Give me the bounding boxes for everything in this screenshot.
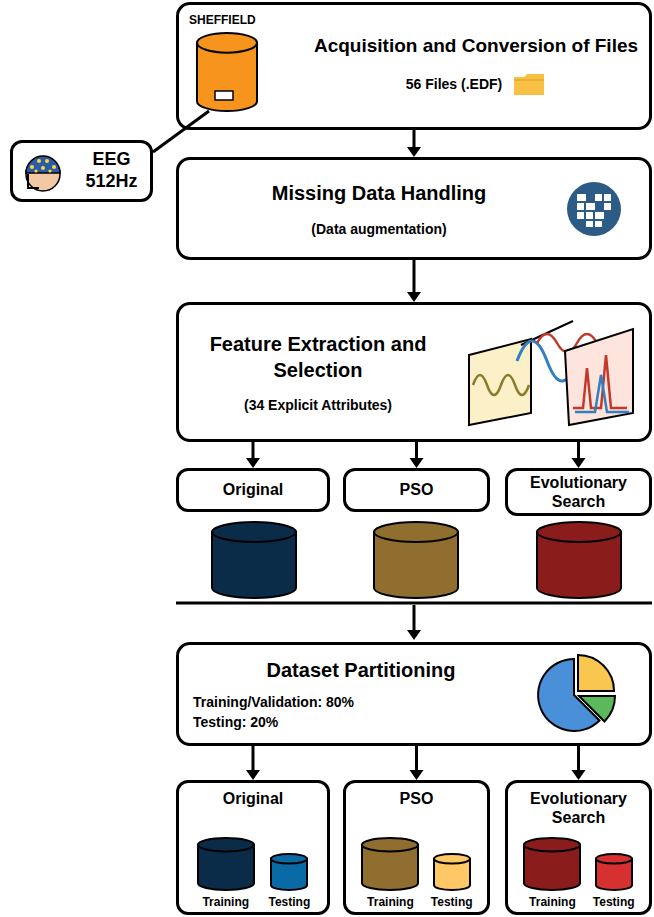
split-name: Training xyxy=(367,895,414,909)
database-cylinder: SHEFFIELD xyxy=(189,9,289,113)
process-box: Dataset PartitioningTraining/Validation:… xyxy=(176,642,652,746)
dataset-name: PSO xyxy=(400,789,434,808)
connector-line xyxy=(153,111,209,152)
arrow-head xyxy=(410,458,424,468)
arrow-head xyxy=(407,292,421,302)
dataset-label-box: PSO xyxy=(343,468,490,512)
split-name: Training xyxy=(202,895,249,909)
arrow-head xyxy=(246,458,260,468)
arrow-head xyxy=(407,630,421,640)
split-dataset-box: Evolutionary SearchTraining Testing xyxy=(505,780,652,915)
missing-data-icon xyxy=(565,180,623,238)
dataset-name: Original xyxy=(223,789,283,808)
box-subtitle: (Data augmentation) xyxy=(193,221,565,237)
dataset-name: Evolutionary Search xyxy=(512,789,645,827)
folder-icon xyxy=(512,71,546,97)
box-subtitle: (34 Explicit Attributes) xyxy=(193,397,443,413)
device-box: EEG 512Hz xyxy=(10,140,153,202)
dataset-name: Original xyxy=(223,480,283,499)
split-value: Testing: 20% xyxy=(193,714,529,730)
connector-line xyxy=(252,746,255,771)
connector-line xyxy=(577,746,580,771)
split-name: Testing xyxy=(593,895,635,909)
arrow-head xyxy=(246,770,260,780)
dataset-cylinder xyxy=(537,522,621,598)
training-cylinder xyxy=(522,836,582,892)
arrow-head xyxy=(572,458,586,468)
connector-line xyxy=(252,442,255,459)
split-name: Testing xyxy=(268,895,310,909)
flow-connector xyxy=(572,746,586,780)
testing-cylinder xyxy=(594,852,634,892)
device-label: EEG 512Hz xyxy=(79,149,144,192)
dataset-label-box: Evolutionary Search xyxy=(505,468,652,516)
flow-connector xyxy=(153,111,209,152)
flow-connector xyxy=(246,746,260,780)
flow-connector xyxy=(410,442,424,468)
connector-line xyxy=(413,130,416,148)
connector-line xyxy=(415,442,418,459)
box-title: Missing Data Handling xyxy=(193,181,565,205)
dataset-name: PSO xyxy=(400,480,434,499)
storage-label: SHEFFIELD xyxy=(189,13,256,27)
connector-line xyxy=(413,260,416,293)
file-count: 56 Files (.EDF) xyxy=(406,76,502,92)
training-cylinder xyxy=(196,836,256,892)
testing-cylinder xyxy=(432,852,472,892)
database-cylinder-shape xyxy=(195,31,259,113)
split-value: Training/Validation: 80% xyxy=(193,694,529,710)
arrow-head xyxy=(410,770,424,780)
arrow-head xyxy=(572,770,586,780)
eeg-head-icon xyxy=(19,148,65,194)
dataset-label-box: Original xyxy=(176,468,330,512)
divider-line xyxy=(176,602,652,605)
process-box: Missing Data Handling (Data augmentation) xyxy=(176,157,652,260)
merge-arrow xyxy=(413,605,416,631)
training-cylinder xyxy=(360,836,420,892)
process-box: Feature Extraction and Selection (34 Expl… xyxy=(176,302,652,442)
connector-line xyxy=(415,746,418,771)
split-dataset-box: PSO Training Testing xyxy=(343,780,490,915)
box-title: Feature Extraction and Selection xyxy=(193,331,443,383)
process-box: SHEFFIELD Acquisition and Conversion of F… xyxy=(176,2,652,130)
flow-connector xyxy=(407,130,421,157)
signal-illustration xyxy=(461,313,641,431)
dataset-cylinder xyxy=(374,522,458,598)
flow-connector xyxy=(246,442,260,468)
arrow-head xyxy=(407,147,421,157)
dataset-cylinder xyxy=(212,522,296,598)
flow-connector xyxy=(410,746,424,780)
connector-line xyxy=(577,442,580,459)
split-dataset-box: OriginalTraining Testing xyxy=(176,780,330,915)
dataset-name: Evolutionary Search xyxy=(514,473,643,511)
box-title: Dataset Partitioning xyxy=(193,658,529,682)
flow-connector xyxy=(407,260,421,302)
flow-connector xyxy=(572,442,586,468)
split-name: Testing xyxy=(431,895,473,909)
testing-cylinder xyxy=(269,852,309,892)
pie-chart-icon xyxy=(529,653,621,735)
split-name: Training xyxy=(529,895,576,909)
box-title: Acquisition and Conversion of Files xyxy=(313,35,639,58)
